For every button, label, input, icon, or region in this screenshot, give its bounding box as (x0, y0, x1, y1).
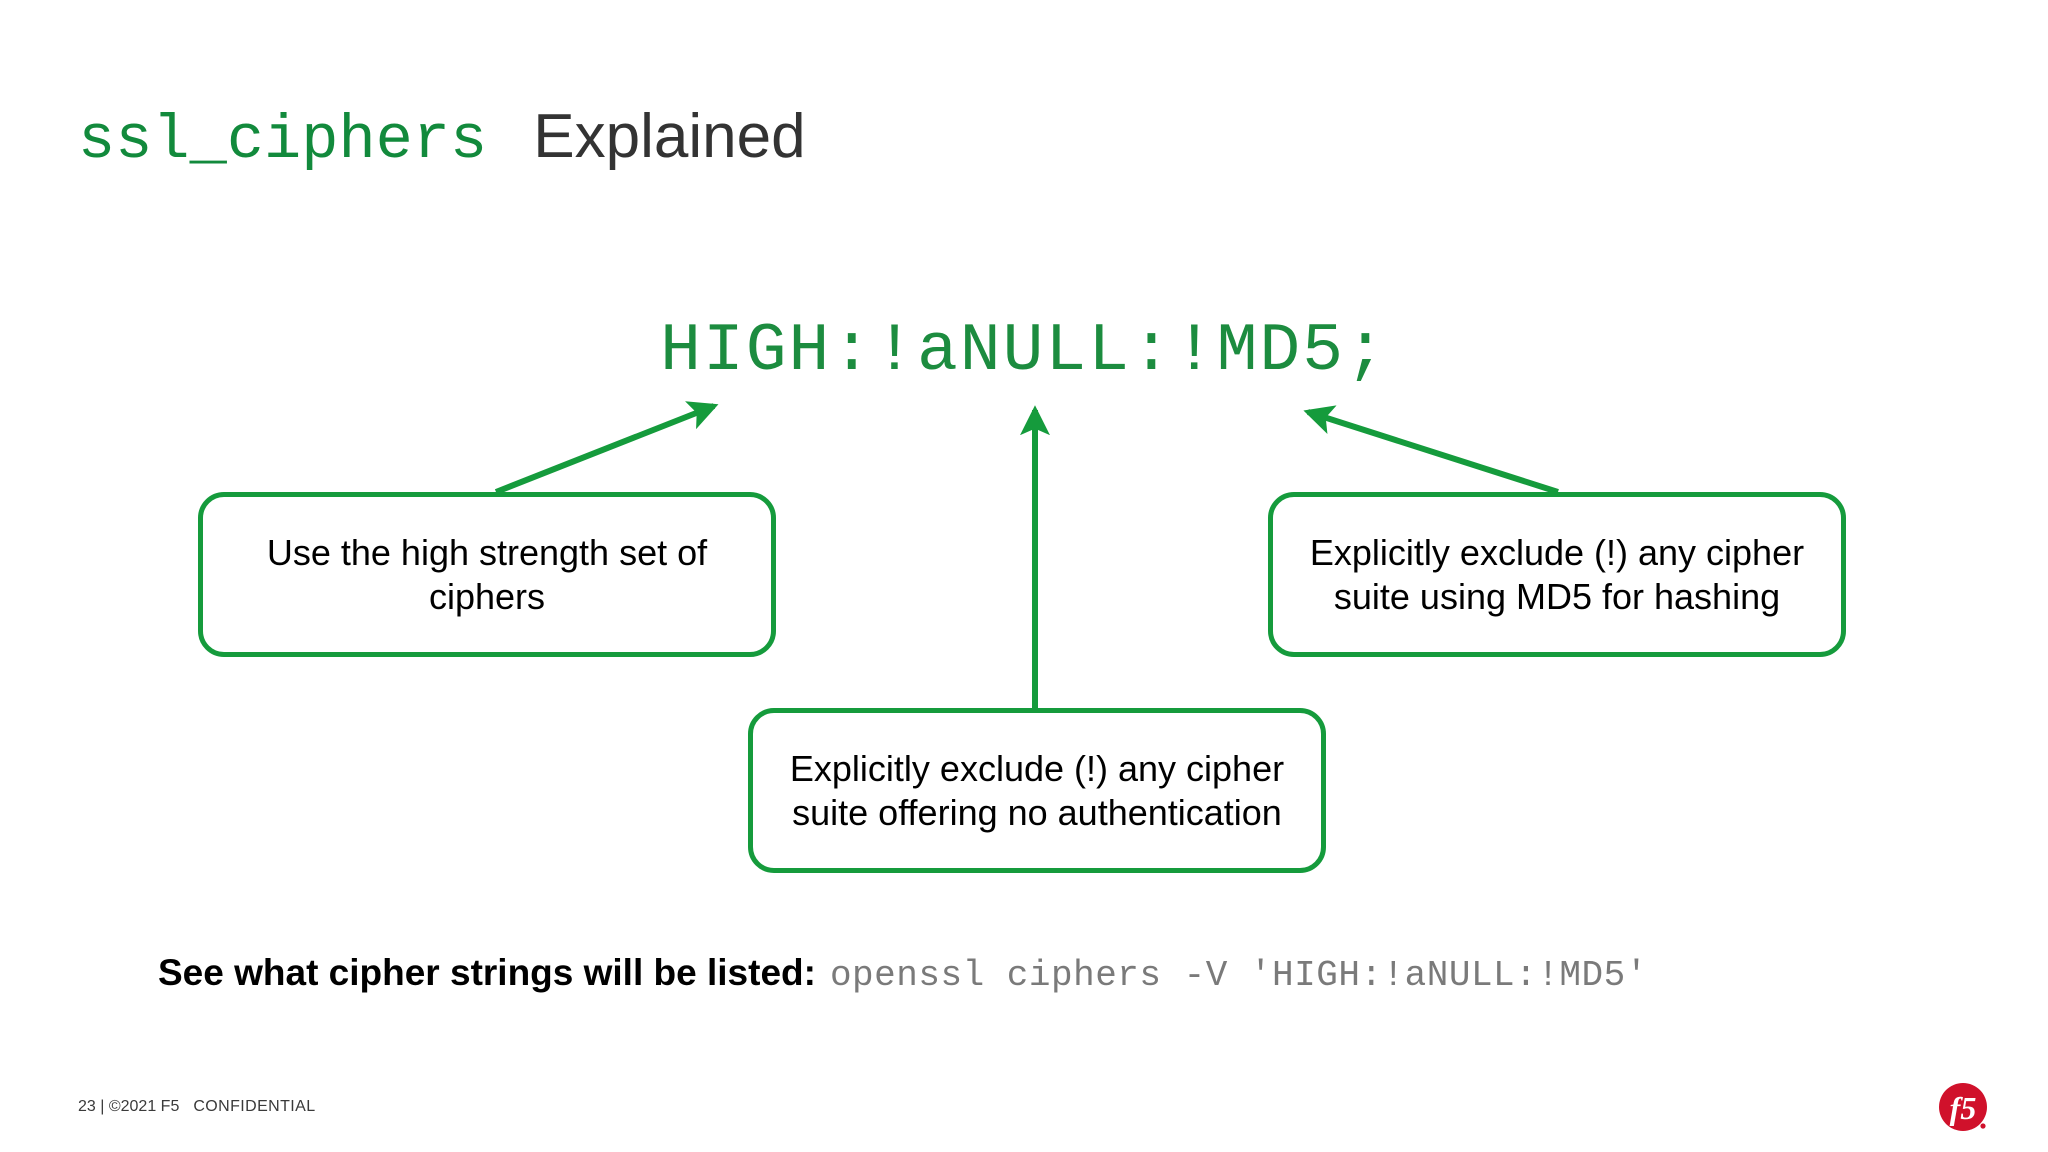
callout-box-md5: Explicitly exclude (!) any cipher suite … (1268, 492, 1846, 657)
f5-logo-text: f5 (1950, 1090, 1977, 1126)
caption-label: See what cipher strings will be listed: (158, 952, 816, 993)
f5-logo-icon: f5 (1939, 1083, 1987, 1131)
arrow-to-md5 (1303, 405, 1559, 495)
page-title: ssl_ciphers Explained (78, 106, 806, 172)
footer-classification: CONFIDENTIAL (193, 1098, 316, 1115)
callout-box-high: Use the high strength set of ciphers (198, 492, 776, 657)
caption-row: See what cipher strings will be listed: … (158, 952, 1648, 996)
arrow-to-high (494, 401, 719, 495)
callout-box-anull: Explicitly exclude (!) any cipher suite … (748, 708, 1326, 873)
cipher-string-display: HIGH:!aNULL:!MD5; (660, 313, 1388, 390)
footer-copyright: 23 | ©2021 F5 (78, 1098, 180, 1115)
caption-command: openssl ciphers -V 'HIGH:!aNULL:!MD5' (829, 955, 1648, 996)
page-title-mono-part: ssl_ciphers (78, 105, 488, 176)
footer: 23 | ©2021 F5 CONFIDENTIAL (78, 1098, 316, 1116)
page-title-plain-part: Explained (533, 102, 806, 171)
